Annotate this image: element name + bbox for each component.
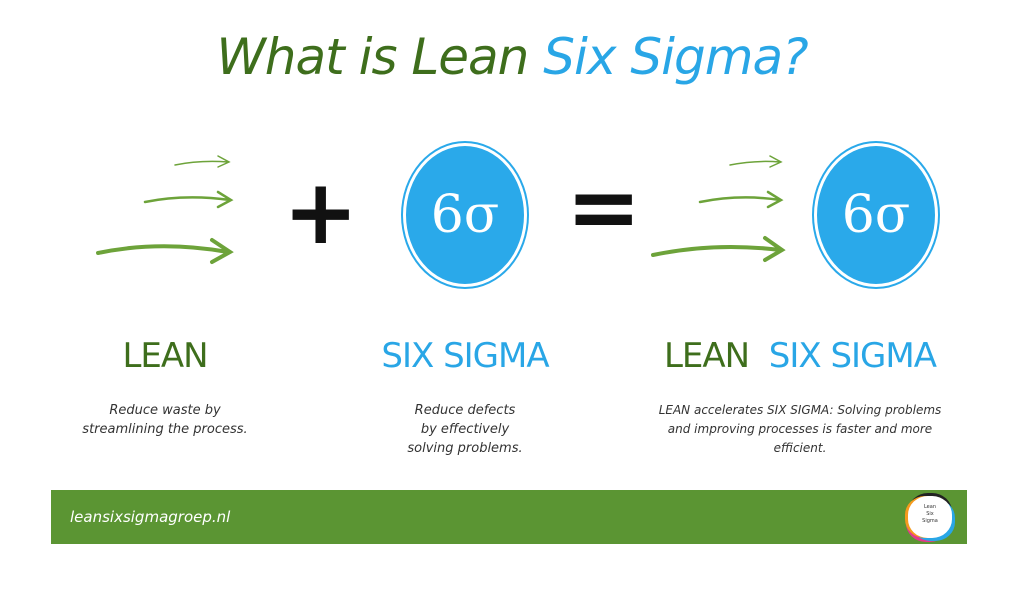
lean-six-sigma-description: LEAN accelerates SIX SIGMA: Solving prob…: [658, 403, 942, 455]
label-six-sigma: SIX SIGMA: [768, 336, 937, 376]
plus-sign: +: [283, 160, 359, 265]
lean-arrows-icon: [96, 155, 234, 264]
six-sigma-label: SIX SIGMA: [381, 336, 549, 376]
label-lean: LEAN: [663, 336, 750, 376]
footer-bar: [51, 490, 967, 544]
sigma-circle-icon-2: 6σ: [814, 143, 938, 287]
lean-label: LEAN: [122, 336, 208, 376]
lean-arrows-icon-2: [651, 155, 786, 262]
website-link[interactable]: leansixsigmagroep.nl: [70, 508, 231, 526]
page-title: What is Lean Six Sigma?: [0, 28, 1024, 86]
title-lean: What is Lean: [216, 28, 544, 86]
sigma-circle-icon: 6σ: [403, 143, 527, 287]
title-six-sigma: Six Sigma?: [543, 28, 808, 86]
lean-six-sigma-label: LEAN SIX SIGMA: [640, 336, 960, 376]
equals-sign: =: [566, 155, 642, 260]
